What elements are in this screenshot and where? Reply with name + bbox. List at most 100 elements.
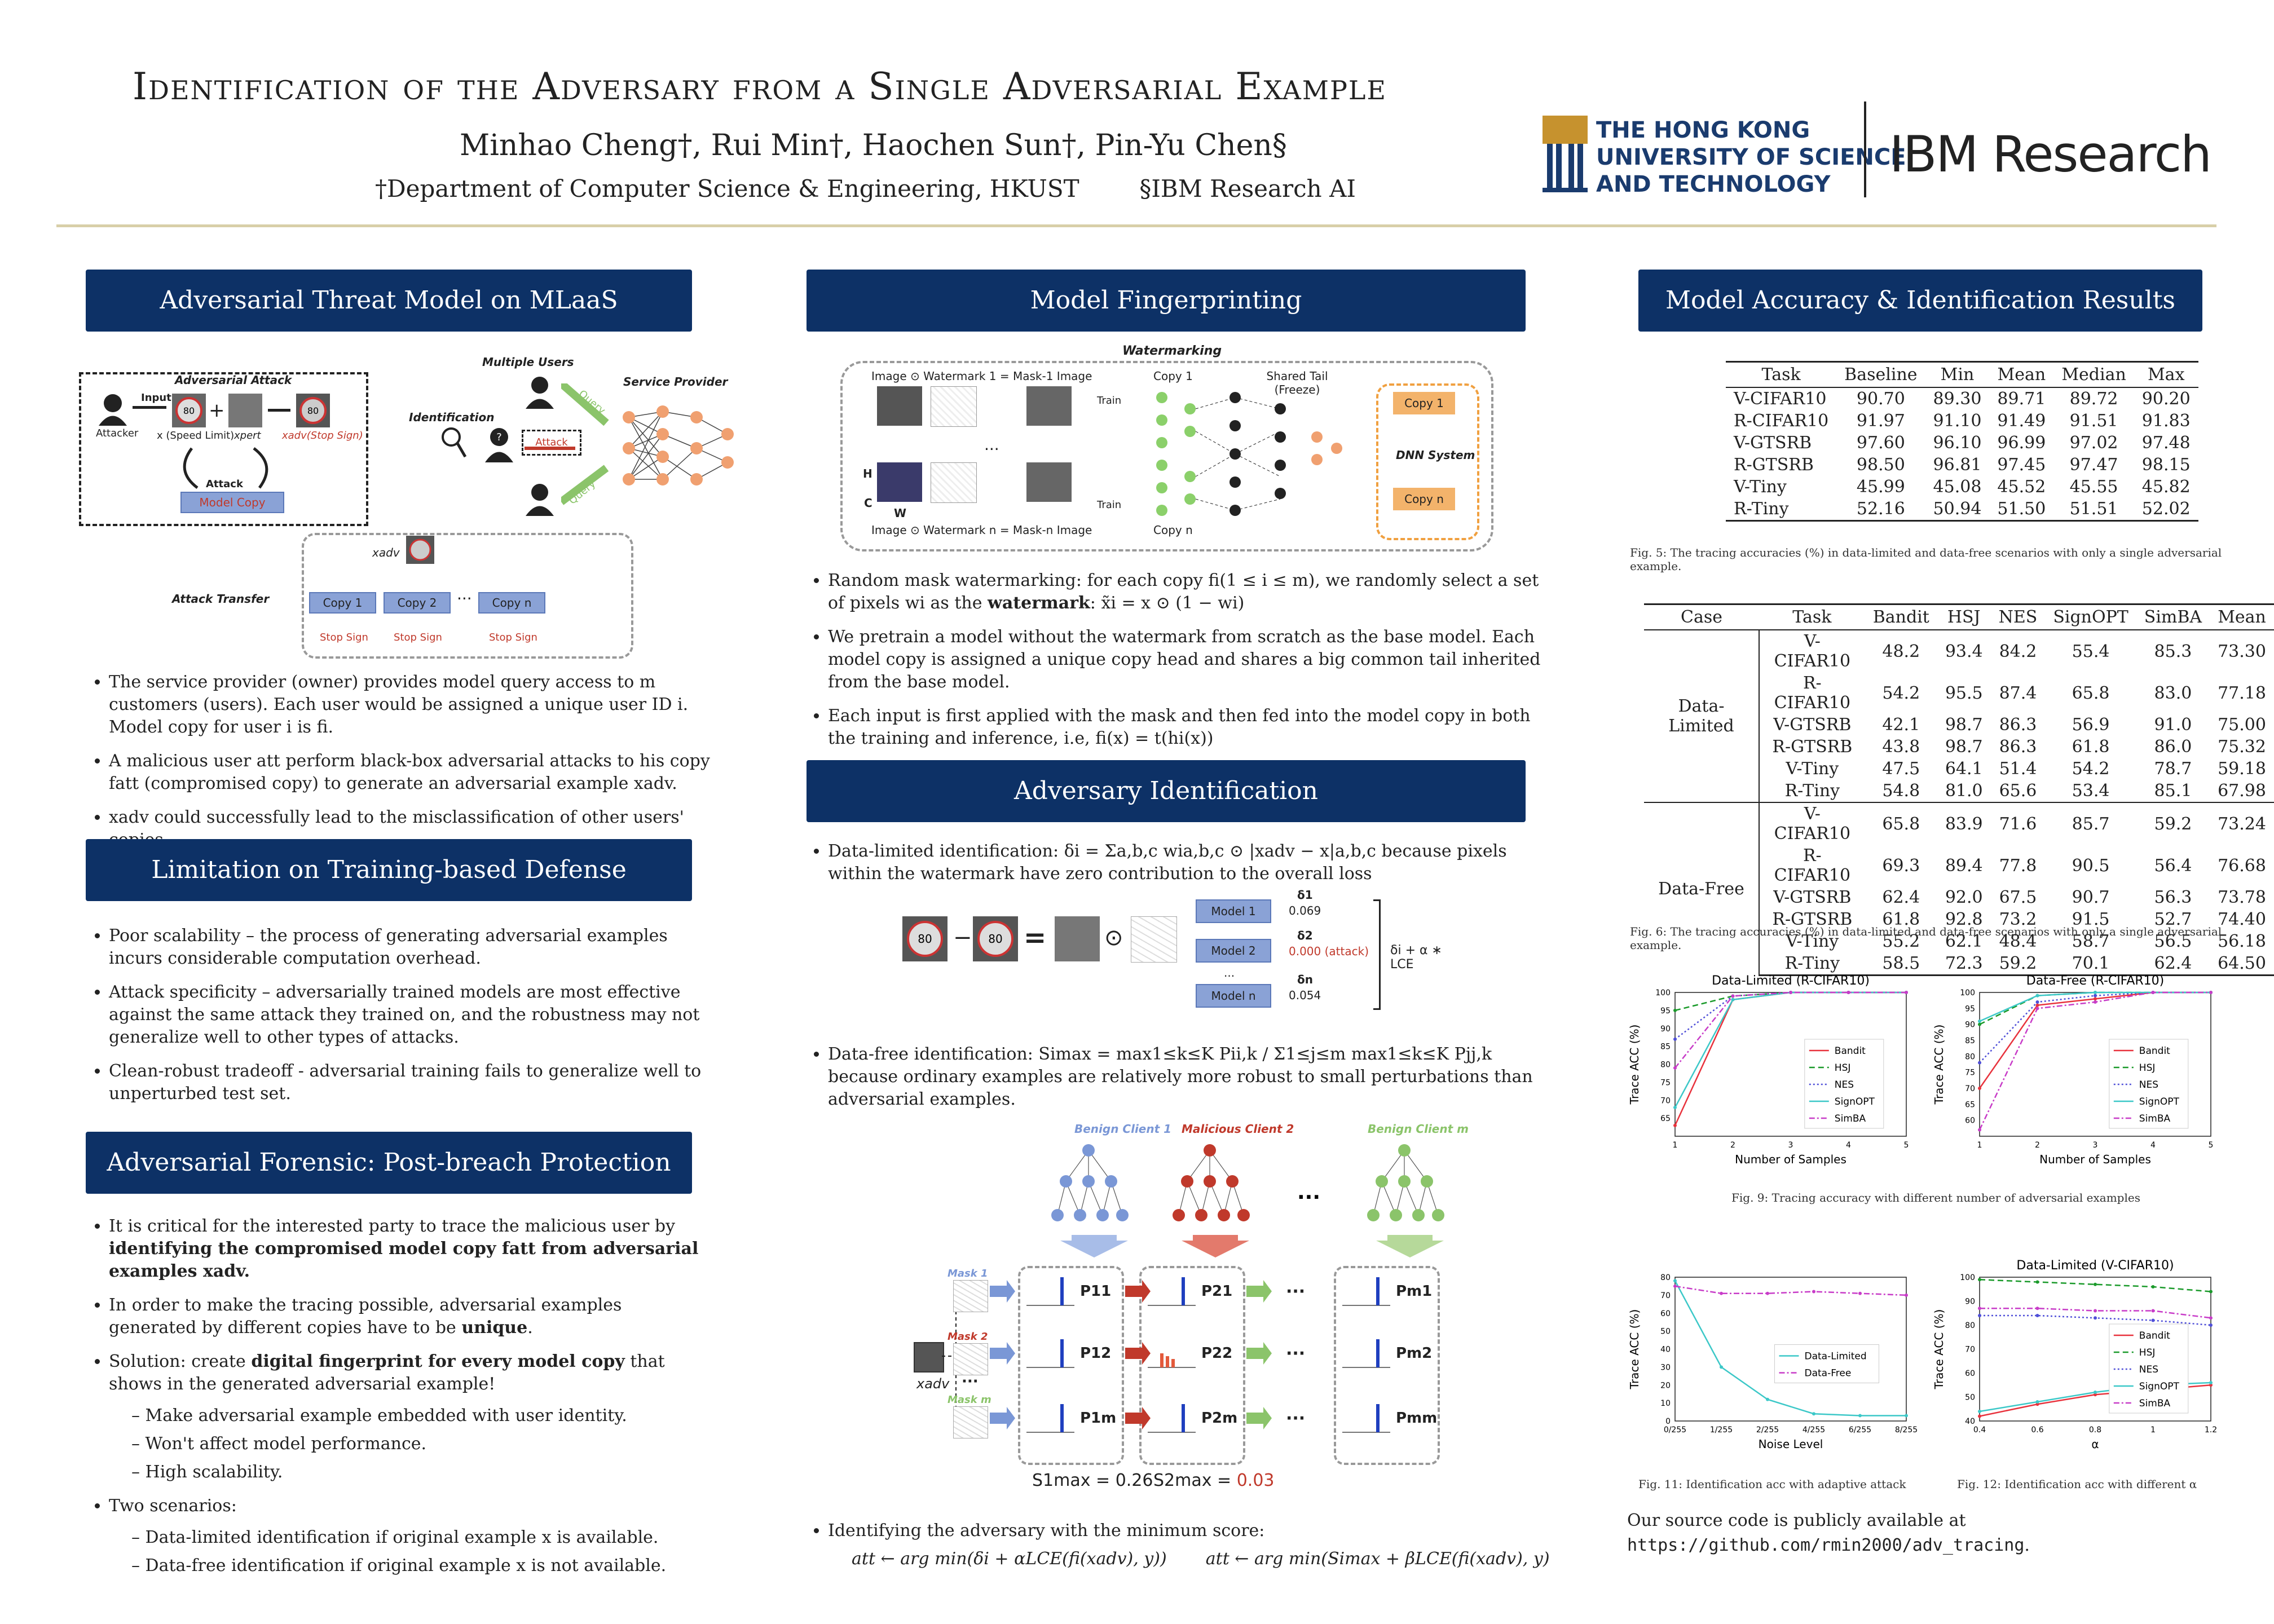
model-1-box: Model 1 xyxy=(1196,899,1271,923)
legend-label: Data-Limited xyxy=(1805,1351,1867,1362)
series-line-data-free xyxy=(1674,1285,1907,1296)
data-point xyxy=(2094,991,2097,994)
table-cell: 70.1 xyxy=(2045,952,2136,976)
watermark-row-n: Image ⊙ Watermark n = Mask-n Image xyxy=(871,523,1092,537)
section-results: Model Accuracy & Identification Results xyxy=(1638,270,2202,332)
data-point xyxy=(2151,1309,2155,1313)
bullet: Each input is first applied with the mas… xyxy=(828,705,1551,750)
watermarking-label: Watermarking xyxy=(1122,344,1222,358)
table-cell: 74.40 xyxy=(2218,910,2266,929)
data-point xyxy=(2209,1383,2213,1387)
table-cell: 43.8 xyxy=(1882,737,1920,757)
adv-example-icon xyxy=(406,536,434,564)
bullet: In order to make the tracing possible, a… xyxy=(109,1294,713,1339)
table-header: Task xyxy=(1726,361,1837,388)
github-link[interactable]: https://github.com/rmin2000/adv_tracing xyxy=(1627,1535,2025,1555)
table-cell: 84.2 xyxy=(1999,641,2037,661)
copy-n-box: Copy n xyxy=(478,592,545,614)
x-tick-label: 1 xyxy=(1673,1141,1678,1150)
adversarial-attack-box xyxy=(79,372,368,526)
copy-n-output: Copy n xyxy=(1393,488,1455,510)
forensic-text: It is critical for the interested party … xyxy=(87,1215,713,1588)
x-label: x (Speed Limit) xyxy=(157,430,235,442)
table-cell: 98.15 xyxy=(2141,455,2191,475)
x-axis-label: Noise Level xyxy=(1759,1437,1823,1451)
attack-arrow xyxy=(525,447,575,450)
fig6-caption: Fig. 6: The tracing accuracies (%) in da… xyxy=(1630,925,2222,952)
table-cell: 83.9 xyxy=(1937,802,1991,845)
bullet: A malicious user att perform black-box a… xyxy=(109,750,713,795)
delta-n-value: 0.054 xyxy=(1289,988,1321,1002)
y-tick-label: 70 xyxy=(1965,1084,1975,1093)
table-cell: R-CIFAR10 xyxy=(1774,673,1851,713)
table-cell: 83.0 xyxy=(2154,683,2192,703)
data-point xyxy=(1766,1291,1769,1295)
table-cell: 48.4 xyxy=(1999,932,2037,951)
table-cell: 92.8 xyxy=(1945,910,1983,929)
fingerprint-text: Random mask watermarking: for each copy … xyxy=(807,570,1551,761)
data-point xyxy=(2035,1003,2039,1007)
hadamard-sign: ⊙ xyxy=(1104,925,1123,951)
data-point xyxy=(1673,1284,1677,1288)
table-cell: 73.2 xyxy=(1999,910,2037,929)
legend-label: HSJ xyxy=(2139,1347,2156,1358)
table-cell: 85.3 xyxy=(2154,641,2192,661)
data-point xyxy=(1673,1279,1677,1283)
y-tick-label: 10 xyxy=(1660,1399,1671,1408)
table-cell: 59.2 xyxy=(2136,802,2210,845)
attack-label: Attack xyxy=(206,478,243,490)
delta-2: δ2 xyxy=(1297,929,1313,942)
legend-label: Bandit xyxy=(2139,1045,2170,1057)
data-point xyxy=(2035,1007,2039,1010)
table-cell: 52.16 xyxy=(1836,498,1925,522)
x-axis-label: Number of Samples xyxy=(1735,1153,1846,1166)
data-point xyxy=(1858,1414,1862,1418)
table-cell: 52.7 xyxy=(2154,910,2192,929)
data-point xyxy=(1673,1037,1677,1041)
p-label: P11 xyxy=(1080,1283,1112,1300)
table-cell: V-GTSRB xyxy=(1734,433,1812,453)
data-point xyxy=(2094,1000,2097,1004)
xpert-label: xpert xyxy=(234,430,261,442)
table-cell: 96.99 xyxy=(1997,433,2046,453)
sub-bullet: Make adversarial example embedded with u… xyxy=(131,1405,713,1427)
y-tick-label: 75 xyxy=(1965,1069,1975,1078)
delta-n: δn xyxy=(1297,973,1313,986)
y-axis-label: Trace ACC (%) xyxy=(1628,1309,1641,1390)
table-cell: 89.30 xyxy=(1933,389,1982,409)
table-cell: 91.5 xyxy=(2072,910,2110,929)
table-cell: 56.9 xyxy=(2072,715,2110,735)
client-1-column xyxy=(1018,1266,1124,1465)
ibm-research-logo: IBM Research xyxy=(1889,125,2212,183)
y-tick-label: 90 xyxy=(1660,1025,1671,1034)
table-cell: 96.10 xyxy=(1933,433,1982,453)
ellipsis: ... xyxy=(1224,966,1235,979)
table-cell: 86.0 xyxy=(2154,737,2192,757)
service-provider-label: Service Provider xyxy=(623,375,728,389)
data-point xyxy=(2151,1285,2155,1288)
table-cell: V-Tiny xyxy=(1786,759,1839,779)
y-tick-label: 0 xyxy=(1665,1417,1671,1426)
table-cell: 62.1 xyxy=(1945,932,1983,951)
x-tick-label: 4/255 xyxy=(1803,1426,1825,1435)
table-cell: 91.0 xyxy=(2154,715,2192,735)
table-cell: 58.7 xyxy=(2072,932,2110,951)
x-tick-label: 5 xyxy=(1904,1141,1909,1150)
table-cell: 56.18 xyxy=(2218,932,2266,951)
data-point xyxy=(1978,1307,1981,1310)
xadv-image xyxy=(914,1342,944,1373)
table-cell: 93.4 xyxy=(1945,641,1983,661)
data-point xyxy=(1978,1410,1981,1413)
hkust-logo-icon xyxy=(1543,116,1588,192)
table-cell: V-CIFAR10 xyxy=(1734,389,1827,409)
legend-label: SignOPT xyxy=(2139,1381,2180,1392)
table-header: NES xyxy=(1990,603,2046,630)
table-group-label: Data-Free xyxy=(1644,802,1760,976)
data-point xyxy=(2035,1280,2039,1284)
equals-sign: = xyxy=(1024,922,1047,954)
delta-1-value: 0.069 xyxy=(1289,904,1321,917)
malicious-user-icon: ? xyxy=(485,428,513,462)
